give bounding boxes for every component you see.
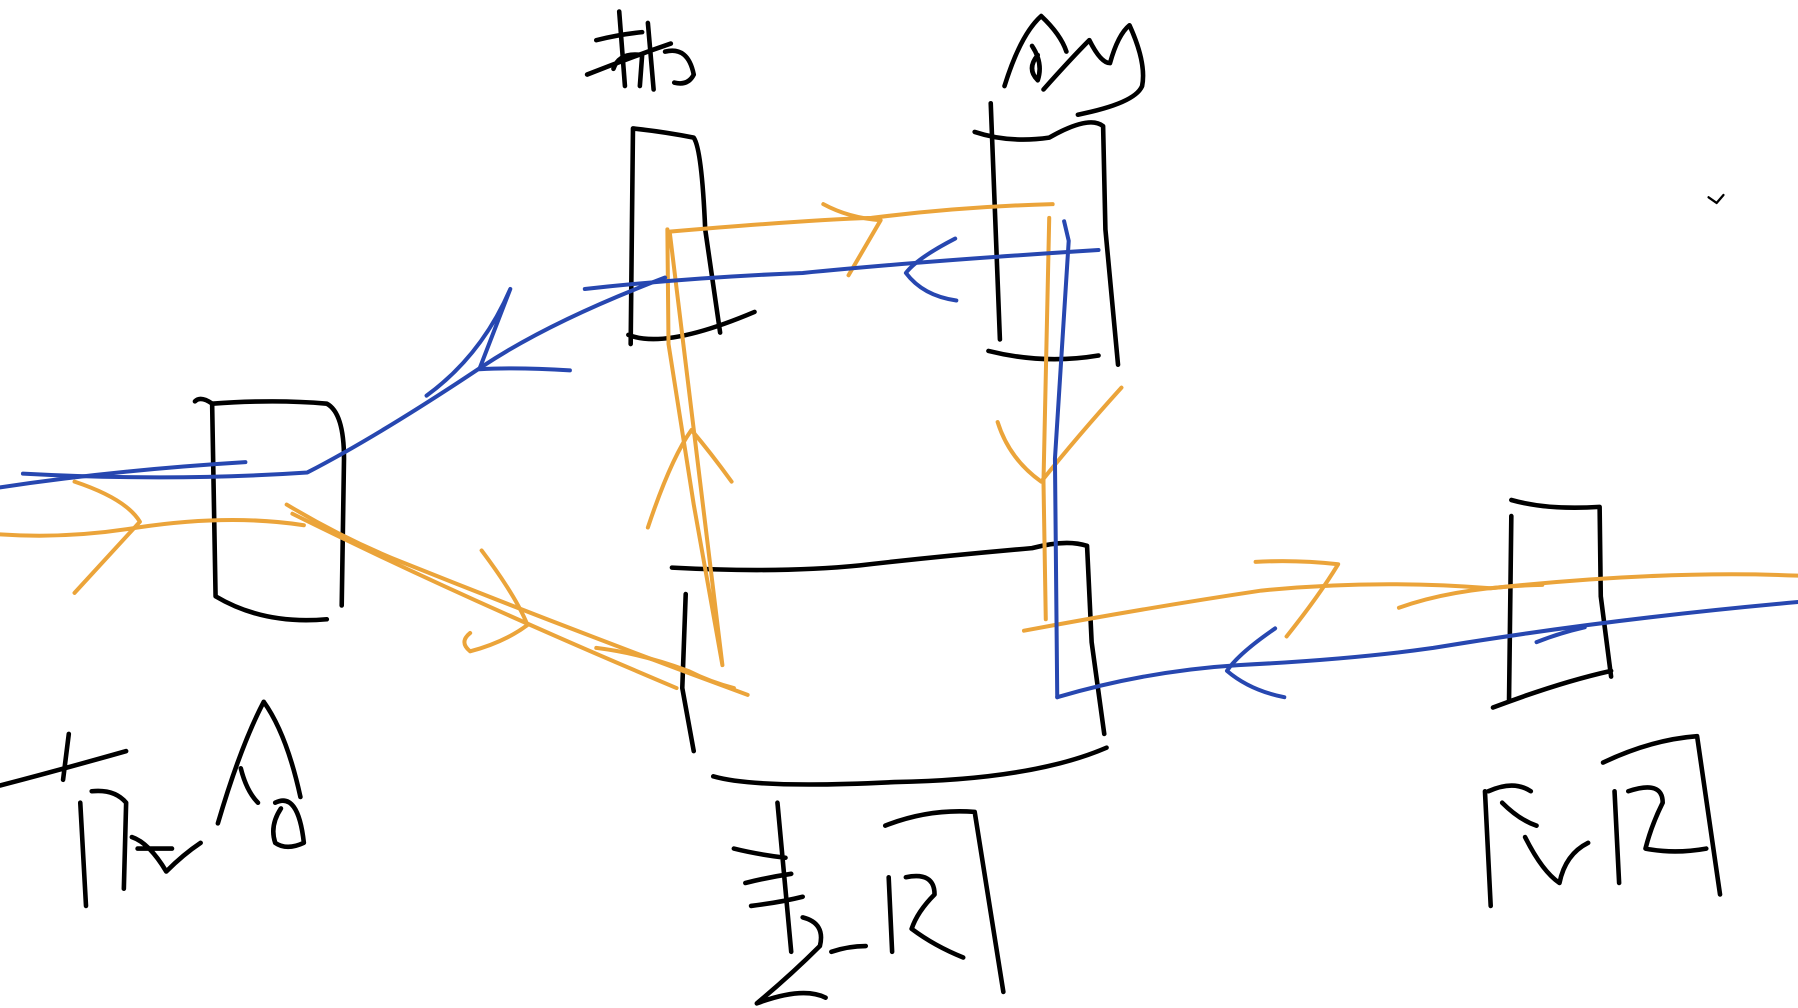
- handwritten-label-top-right: [1002, 13, 1146, 117]
- box-right: [1490, 497, 1614, 710]
- blue-flow-paths: [0, 219, 1798, 700]
- orange-flow-paths: [0, 202, 1798, 697]
- box-top-left: [626, 126, 757, 347]
- box-left: [192, 396, 347, 623]
- stray-mark: [1707, 193, 1725, 205]
- box-top-right: [972, 100, 1121, 367]
- handwritten-label-bottom-right: [1482, 733, 1723, 909]
- handwritten-label-top-left: [584, 9, 697, 92]
- box-center: [669, 540, 1109, 787]
- handwritten-label-bottom-left: [0, 699, 307, 909]
- handwritten-label-bottom-center: [731, 800, 1006, 1006]
